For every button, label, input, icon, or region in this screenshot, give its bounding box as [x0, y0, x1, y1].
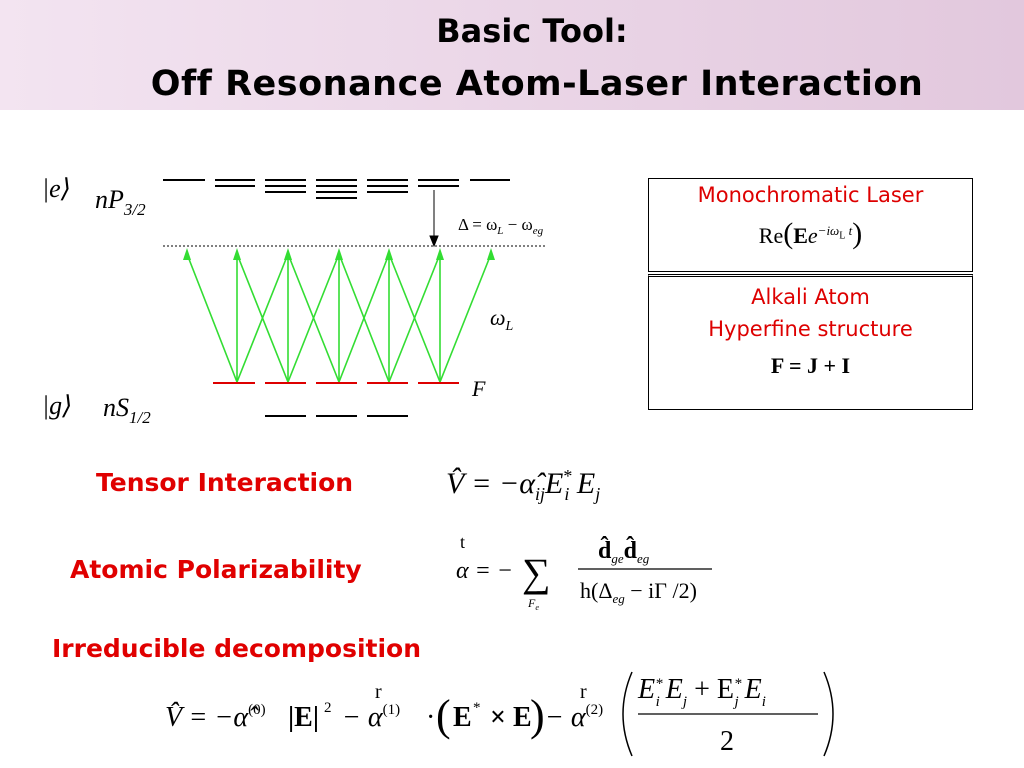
excited-term-label: nP3/2 — [95, 185, 146, 219]
laser-transition-arrows — [186, 253, 492, 383]
laser-arrowheads — [183, 248, 495, 260]
svg-text:·: · — [426, 702, 435, 733]
detuning-label: Δ = ωL − ωeg — [458, 215, 544, 237]
tensor-interaction-formula: V̂ = −α̂ijE*i Ej — [446, 466, 601, 504]
atom-box-title1: Alkali Atom — [751, 285, 870, 309]
svg-text:α = −: α = − — [456, 558, 513, 584]
svg-text:t: t — [460, 532, 465, 552]
ground-term-label: nS1/2 — [103, 393, 151, 427]
slide-title-line2: Off Resonance Atom-Laser Interaction — [150, 64, 924, 104]
omega-L-label: ωL — [490, 305, 514, 334]
F-label: F — [471, 376, 486, 401]
svg-text:r: r — [375, 681, 382, 703]
svg-text:*: * — [473, 700, 481, 716]
arrow-13 — [388, 253, 441, 383]
title-banner — [0, 0, 1024, 110]
svg-text:d̂ged̂eg: d̂ged̂eg — [598, 536, 650, 566]
laser-field-formula: Re(Ee−iωL t) — [758, 217, 863, 250]
atom-box: Alkali Atom Hyperfine structure F = J + … — [648, 274, 973, 410]
svg-text:∑: ∑ — [522, 550, 551, 595]
svg-text:2: 2 — [720, 726, 734, 757]
atomic-polarizability-label: Atomic Polarizability — [70, 555, 362, 584]
arrow-1 — [186, 253, 238, 383]
tensor-interaction-label: Tensor Interaction — [96, 468, 354, 497]
svg-text:): ) — [530, 691, 545, 740]
laser-box-title: Monochromatic Laser — [697, 183, 924, 207]
excited-sublevels — [163, 179, 510, 199]
svg-text:h(Δeg − iΓ /2): h(Δeg − iΓ /2) — [580, 578, 697, 606]
hyperfine-formula: F = J + I — [770, 353, 851, 378]
excited-ket: |e⟩ — [42, 174, 71, 203]
detuning-arrow — [429, 190, 439, 248]
polarizability-formula: t α = − ∑ Fe d̂ged̂eg h(Δeg − iΓ /2) — [456, 532, 712, 612]
arrow-4 — [236, 253, 289, 383]
svg-text:− α(1): − α(1) — [342, 702, 400, 733]
svg-text:(: ( — [436, 691, 451, 740]
irreducible-formula: V̂ = −α̂(0) |E| 2 r − α(1) · ( E * × E )… — [165, 671, 834, 757]
irreducible-decomposition-label: Irreducible decomposition — [52, 634, 422, 663]
atom-box-title2: Hyperfine structure — [708, 317, 913, 341]
svg-text:× E: × E — [490, 702, 532, 733]
svg-text:E: E — [453, 702, 472, 733]
svg-text:V̂ = −α̂(0): V̂ = −α̂(0) — [165, 702, 266, 733]
arrow-15 — [439, 253, 492, 383]
ground-ket: |g⟩ — [42, 391, 72, 420]
arrow-7 — [287, 253, 340, 383]
svg-text:|E|: |E| — [288, 702, 319, 733]
slide-title-line1: Basic Tool: — [436, 12, 628, 50]
svg-text:Fe: Fe — [527, 596, 539, 612]
svg-text:− α(2): − α(2) — [545, 702, 603, 733]
svg-text:r: r — [580, 681, 587, 703]
svg-text:2: 2 — [324, 700, 332, 716]
svg-text:E*iEj + E*jEi: E*iEj + E*jEi — [637, 674, 766, 710]
laser-box: Monochromatic Laser Re(Ee−iωL t) — [648, 178, 973, 272]
arrow-10 — [338, 253, 390, 383]
